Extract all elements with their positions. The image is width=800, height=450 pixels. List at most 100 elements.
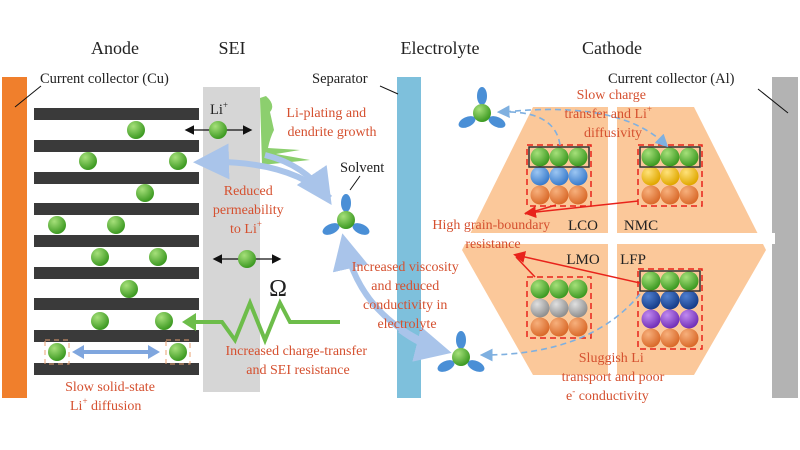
solvent-molecule: [458, 87, 506, 128]
atom-sphere: [549, 166, 569, 186]
graphite-layer: [34, 108, 199, 120]
lco-grain-arrow: [524, 204, 557, 215]
solvent-lobe: [352, 223, 370, 235]
li-ion-sphere: [48, 216, 66, 234]
li-layer-highlight: [639, 270, 701, 292]
atom-sphere: [568, 279, 588, 299]
electrolyte-title: Electrolyte: [401, 38, 480, 58]
solvent-lobe: [488, 116, 506, 128]
atom-sphere: [679, 166, 699, 186]
graphite-layer: [34, 140, 199, 152]
sluggish-text: Sluggish Li transport and poor: [562, 351, 665, 385]
atom-sphere: [660, 328, 680, 348]
crystal-boundary: [637, 144, 703, 207]
al-collector-label: Current collector (Al): [608, 71, 735, 87]
solvent-lobe: [456, 331, 466, 349]
li-plating-text: Li-plating and dendrite growth: [286, 106, 376, 140]
li-ion-sphere: [91, 248, 109, 266]
atom-sphere: [568, 166, 588, 186]
li-ion-label: Li+: [210, 100, 228, 118]
atom-sphere: [679, 147, 699, 167]
solvent-molecule: [322, 194, 370, 235]
atom-sphere: [679, 271, 699, 291]
atom-sphere: [641, 309, 661, 329]
li-ion-sphere: [136, 184, 154, 202]
atom-sphere: [660, 309, 680, 329]
lfp-grain-arrow: [513, 251, 641, 284]
viscosity-arrow-down: [398, 326, 452, 362]
atom-sphere: [679, 185, 699, 205]
al-leader-line: [757, 88, 789, 114]
cu-current-collector: [2, 77, 27, 398]
li-ion-sphere: [169, 343, 187, 361]
nmc-grain-arrow: [524, 200, 639, 218]
solvent-to-nmc-arrow: [504, 108, 669, 148]
solvent-leader-line: [349, 175, 361, 191]
atom-sphere: [660, 166, 680, 186]
atom-sphere: [530, 147, 550, 167]
atom-sphere: [679, 309, 699, 329]
atom-sphere: [530, 279, 550, 299]
atom-sphere: [549, 317, 569, 337]
li-ion-sphere: [127, 121, 145, 139]
cu-collector-label: Current collector (Cu): [40, 71, 169, 87]
li-ion-sphere: [48, 343, 66, 361]
solid-state-diffusion-text: Slow solid-state: [65, 380, 155, 395]
dendrite-growth: [260, 96, 310, 165]
atom-sphere: [568, 317, 588, 337]
cathode-title: Cathode: [582, 38, 642, 58]
lmo-label: LMO: [566, 252, 600, 268]
sei-layer: [203, 87, 260, 392]
al-current-collector: [772, 77, 798, 398]
sluggish-text-3: e- conductivity: [566, 386, 649, 404]
charge-transfer-text: Increased charge-transfer and SEI resist…: [225, 344, 370, 378]
graphite-layer: [34, 298, 199, 310]
resistor-arrowhead: [182, 313, 196, 331]
li-ion-sphere: [91, 312, 109, 330]
li-layer-highlight: [639, 146, 701, 168]
resistor-zigzag: [190, 297, 340, 346]
li-ion-sphere: [209, 121, 227, 139]
atom-sphere: [549, 298, 569, 318]
solvent-lobe: [458, 116, 476, 128]
atom-sphere: [549, 185, 569, 205]
atom-sphere: [660, 147, 680, 167]
graphite-layer: [34, 172, 199, 184]
atom-sphere: [679, 290, 699, 310]
cathode-gap-horizontal: [455, 233, 775, 244]
diffusion-bracket-right: [165, 339, 191, 365]
solvent-molecule: [437, 331, 485, 372]
solvent-lobe: [477, 87, 487, 105]
graphite-layer: [34, 203, 199, 215]
ohm-symbol: Ω: [269, 276, 287, 302]
solvent-label: Solvent: [340, 160, 384, 176]
atom-sphere: [568, 147, 588, 167]
viscosity-text: Increased viscosity and reduced conducti…: [352, 260, 462, 332]
separator-label: Separator: [312, 71, 368, 87]
graphite-layer: [34, 363, 199, 375]
solvent-lobe: [322, 223, 340, 235]
atom-sphere: [641, 185, 661, 205]
annotations: Li-plating and dendrite growth Reduced p…: [65, 88, 665, 414]
li-ion-sphere: [169, 152, 187, 170]
li-ion-sphere: [238, 250, 256, 268]
atom-sphere: [549, 147, 569, 167]
nmc-label: NMC: [624, 218, 658, 234]
crystal-boundary: [526, 144, 592, 207]
cu-leader-line: [14, 85, 42, 108]
atom-sphere: [568, 298, 588, 318]
lfp-crystal: [637, 268, 703, 350]
li-ion-sphere: [79, 152, 97, 170]
atom-sphere: [660, 185, 680, 205]
solid-state-diffusion-text-2: Li+ diffusion: [70, 396, 141, 414]
atom-sphere: [641, 166, 661, 186]
reduced-permeability-text: Reduced permeability to Li+: [213, 184, 287, 237]
solvent-li-center: [337, 211, 355, 229]
crystal-boundary: [637, 268, 703, 350]
atom-sphere: [530, 166, 550, 186]
anode-title: Anode: [91, 38, 139, 58]
anode-to-solvent-arrow: [264, 152, 332, 205]
solvent-lobe: [437, 360, 455, 372]
atom-sphere: [679, 328, 699, 348]
